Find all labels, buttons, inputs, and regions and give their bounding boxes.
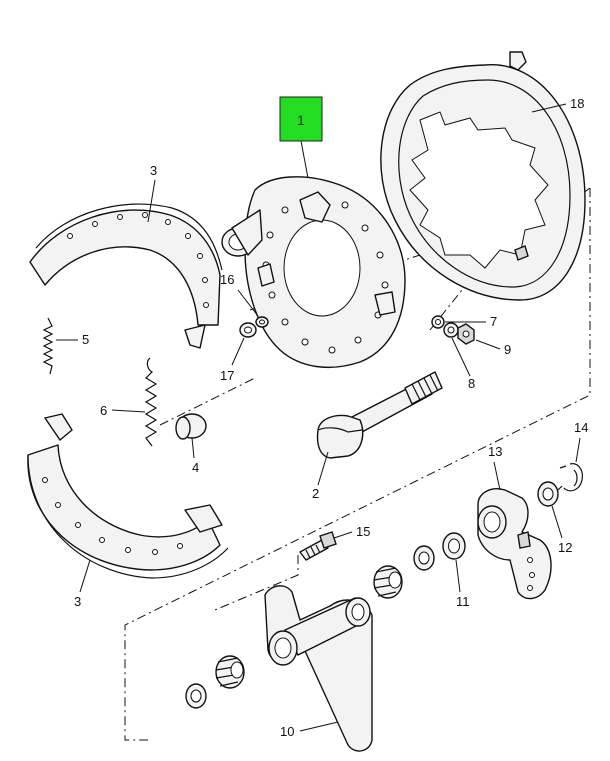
lockwasher-part-8 [443, 322, 459, 338]
washer-part-7 [431, 315, 445, 329]
bushing-part-17 [239, 322, 257, 338]
callout-16: 16 [220, 272, 234, 287]
callout-18: 18 [570, 96, 584, 111]
callout-15: 15 [356, 524, 370, 539]
callout-6: 6 [100, 403, 107, 418]
callout-8: 8 [468, 376, 475, 391]
cam-roller-part-4 [175, 413, 207, 440]
bolt-part-15 [299, 531, 337, 561]
callout-2: 2 [312, 486, 319, 501]
callout-13: 13 [488, 444, 502, 459]
bushing-part-16 [255, 316, 269, 328]
dust-shield-part-18 [380, 51, 586, 301]
callout-7: 7 [490, 314, 497, 329]
callout-4: 4 [192, 460, 199, 475]
callout-5: 5 [82, 332, 89, 347]
bearing-left [215, 655, 245, 689]
seal-part-11 [413, 532, 466, 571]
slack-adjuster-part-13 [477, 488, 552, 600]
callout-1: 1 [297, 112, 305, 128]
brake-shoe-upper-part-3 [29, 203, 223, 349]
callout-12: 12 [558, 540, 572, 555]
camshaft-part-2 [316, 371, 443, 459]
camshaft-bracket-part-10 [264, 585, 373, 752]
callout-3-lower: 3 [74, 594, 81, 609]
callout-17: 17 [220, 368, 234, 383]
return-spring-part-6 [144, 357, 158, 447]
callout-3-upper: 3 [150, 163, 157, 178]
callout-9: 9 [504, 342, 511, 357]
washer-left [185, 683, 207, 709]
part-1-highlight-box [279, 96, 323, 142]
spider-part-1 [221, 176, 406, 368]
callout-14: 14 [574, 420, 588, 435]
brake-shoe-lower-part-3 [27, 413, 229, 579]
callout-10: 10 [280, 724, 294, 739]
nut-part-9 [457, 323, 475, 345]
washer-part-12 [537, 481, 559, 507]
return-spring-part-5 [42, 317, 54, 375]
callout-11: 11 [456, 594, 470, 609]
snap-ring-part-14 [557, 463, 583, 492]
bearing-right [373, 565, 403, 599]
